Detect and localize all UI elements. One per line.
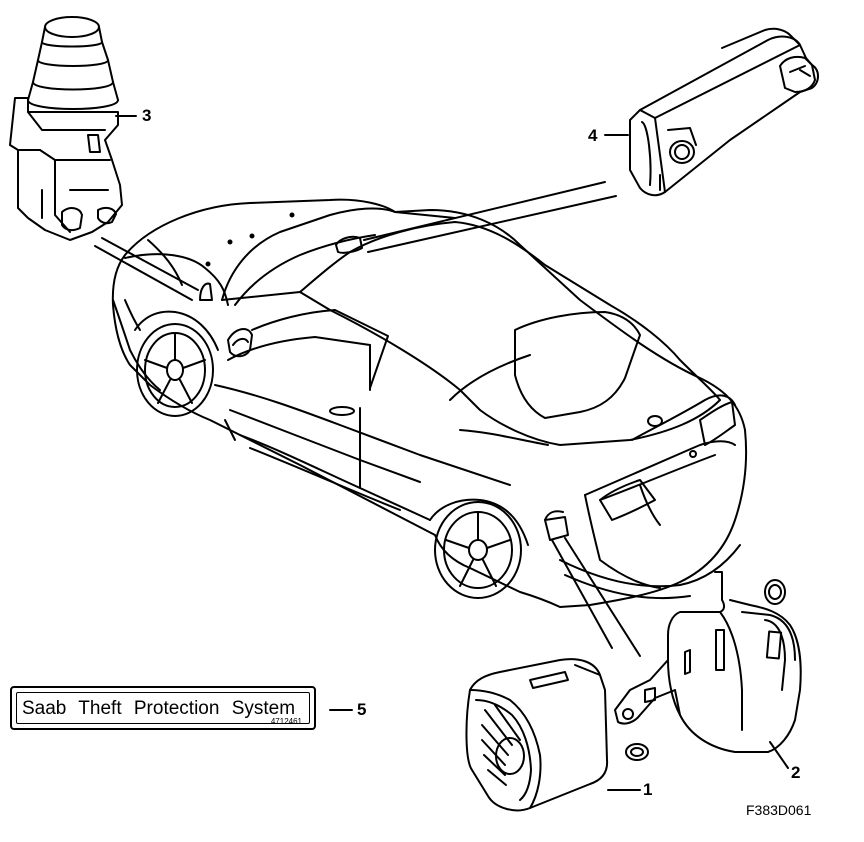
control-module-component xyxy=(629,27,819,197)
callout-5: 5 xyxy=(357,700,367,719)
bracket-component xyxy=(614,571,802,761)
convertible-car-illustration xyxy=(111,198,748,608)
siren-component xyxy=(465,658,609,812)
label-code: 4712461 xyxy=(270,717,302,726)
callout-2: 2 xyxy=(791,763,801,782)
callout-4: 4 xyxy=(588,126,598,145)
hood-switch-component xyxy=(9,16,123,241)
label-title: Saab Theft Protection System xyxy=(22,698,296,719)
figure-id: F383D061 xyxy=(746,802,812,818)
callout-3: 3 xyxy=(142,106,152,125)
label-inner-border xyxy=(16,692,310,724)
theft-protection-label: Saab Theft Protection System 4712461 xyxy=(10,686,316,730)
leader-lines xyxy=(94,115,789,791)
callout-1: 1 xyxy=(643,780,653,799)
